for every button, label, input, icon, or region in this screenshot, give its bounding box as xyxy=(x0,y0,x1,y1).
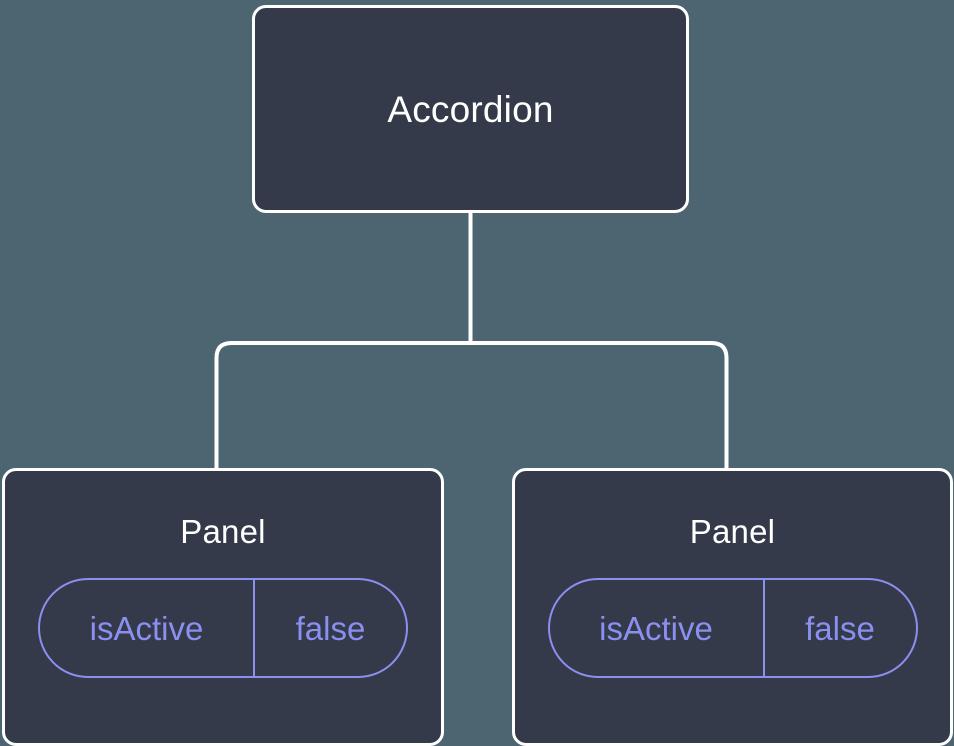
prop-value-2: false xyxy=(805,609,875,647)
prop-key-2: isActive xyxy=(550,580,765,676)
node-panel-2[interactable]: Panel isActive false xyxy=(512,468,953,746)
prop-pill-isactive-1[interactable]: isActive false xyxy=(38,578,408,678)
prop-pill-isactive-2[interactable]: isActive false xyxy=(547,578,918,678)
prop-value-1: false xyxy=(295,609,366,647)
prop-key-1: isActive xyxy=(40,580,255,676)
node-panel-1[interactable]: Panel isActive false xyxy=(2,468,444,746)
node-panel-1-title: Panel xyxy=(180,513,266,550)
edge-children-bus xyxy=(214,341,729,470)
node-panel-2-title: Panel xyxy=(689,513,776,550)
node-accordion[interactable]: Accordion xyxy=(252,5,689,213)
node-accordion-title: Accordion xyxy=(387,88,554,130)
